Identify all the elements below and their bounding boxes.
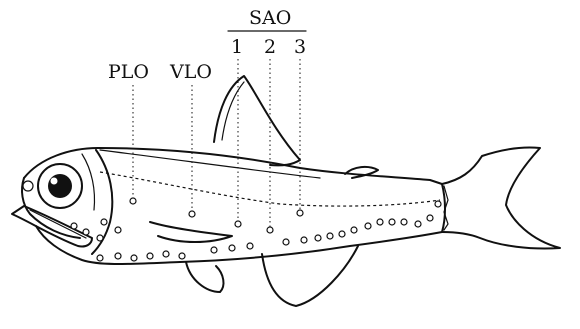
photophore bbox=[211, 247, 217, 253]
caudal-fin bbox=[442, 147, 560, 248]
photophore bbox=[101, 219, 107, 225]
preoperculum bbox=[82, 154, 95, 210]
plo-photophore bbox=[130, 198, 136, 204]
photophore bbox=[389, 219, 395, 225]
photophore bbox=[115, 253, 121, 259]
photophore bbox=[435, 201, 441, 207]
eye-pupil bbox=[48, 174, 72, 198]
sao-2-photophore bbox=[267, 227, 273, 233]
lower-jaw bbox=[12, 206, 92, 247]
photophore bbox=[415, 221, 421, 227]
vlo-label: VLO bbox=[169, 61, 212, 83]
photophore bbox=[283, 239, 289, 245]
photophore bbox=[179, 253, 185, 259]
photophore bbox=[339, 231, 345, 237]
sao-3-photophore bbox=[297, 210, 303, 216]
photophore bbox=[97, 235, 103, 241]
vlo-photophore bbox=[189, 211, 195, 217]
dorsal-fin bbox=[214, 76, 300, 165]
sao-3-label: 3 bbox=[294, 36, 306, 58]
photophore bbox=[115, 227, 121, 233]
sao-2-label: 2 bbox=[264, 36, 276, 58]
photophore bbox=[131, 255, 137, 261]
plo-label: PLO bbox=[108, 61, 149, 83]
eye-highlight bbox=[51, 178, 58, 185]
photophore bbox=[351, 227, 357, 233]
photophore bbox=[247, 243, 253, 249]
sao-1-photophore bbox=[235, 221, 241, 227]
photophore bbox=[147, 253, 153, 259]
photophore bbox=[315, 235, 321, 241]
photophore bbox=[71, 223, 77, 229]
photophore bbox=[83, 229, 89, 235]
photophore bbox=[427, 215, 433, 221]
photophore bbox=[301, 237, 307, 243]
nostril bbox=[23, 181, 33, 191]
photophore bbox=[377, 219, 383, 225]
jaw-line bbox=[30, 210, 86, 238]
sao-1-label: 1 bbox=[231, 36, 243, 58]
dorsal-fin-ray bbox=[222, 82, 244, 140]
photophore bbox=[401, 219, 407, 225]
pectoral-fin bbox=[150, 222, 232, 242]
sao-label: SAO bbox=[249, 7, 291, 29]
photophore bbox=[365, 223, 371, 229]
photophore bbox=[163, 251, 169, 257]
photophore bbox=[97, 255, 103, 261]
pelvic-fin bbox=[186, 262, 223, 292]
photophore bbox=[327, 233, 333, 239]
photophore bbox=[229, 245, 235, 251]
